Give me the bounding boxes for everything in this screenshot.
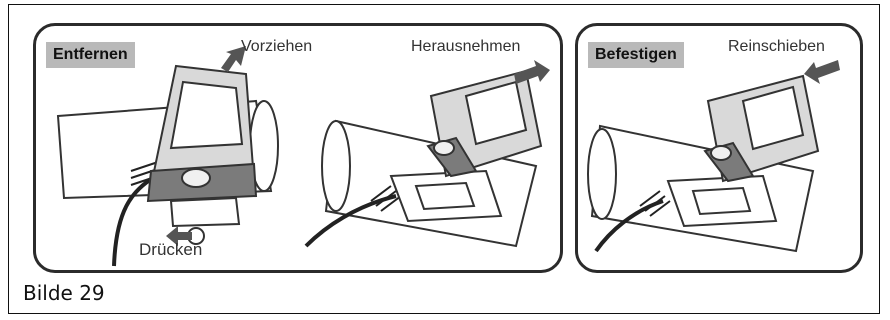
cable-1 xyxy=(112,174,158,267)
bike-computer-2 xyxy=(426,69,543,178)
slide-in-arrow xyxy=(804,60,840,84)
bike-computer-1 xyxy=(146,64,258,203)
slide-in-label: Reinschieben xyxy=(728,38,825,55)
press-label: Drücken xyxy=(139,240,203,259)
remove-arrow xyxy=(514,60,550,84)
remove-tag: Entfernen xyxy=(46,42,135,68)
pull-arrow xyxy=(221,46,246,72)
figure-frame: Entfernen Vorziehen Drücken Herausnehmen xyxy=(8,4,880,314)
mount-3 xyxy=(666,174,778,228)
attach-illustration xyxy=(587,60,840,253)
press-arrow xyxy=(166,226,192,246)
mount-2 xyxy=(389,169,503,223)
remove-label: Herausnehmen xyxy=(411,38,521,55)
attach-panel: Befestigen Reinschieben xyxy=(575,23,863,273)
pull-label: Vorziehen xyxy=(241,38,313,55)
attach-tag: Befestigen xyxy=(588,42,684,68)
remove-panel: Entfernen Vorziehen Drücken Herausnehmen xyxy=(33,23,563,273)
figure-caption: Bilde 29 xyxy=(23,281,105,305)
remove-illustration xyxy=(56,46,550,267)
bike-computer-3 xyxy=(703,74,820,183)
